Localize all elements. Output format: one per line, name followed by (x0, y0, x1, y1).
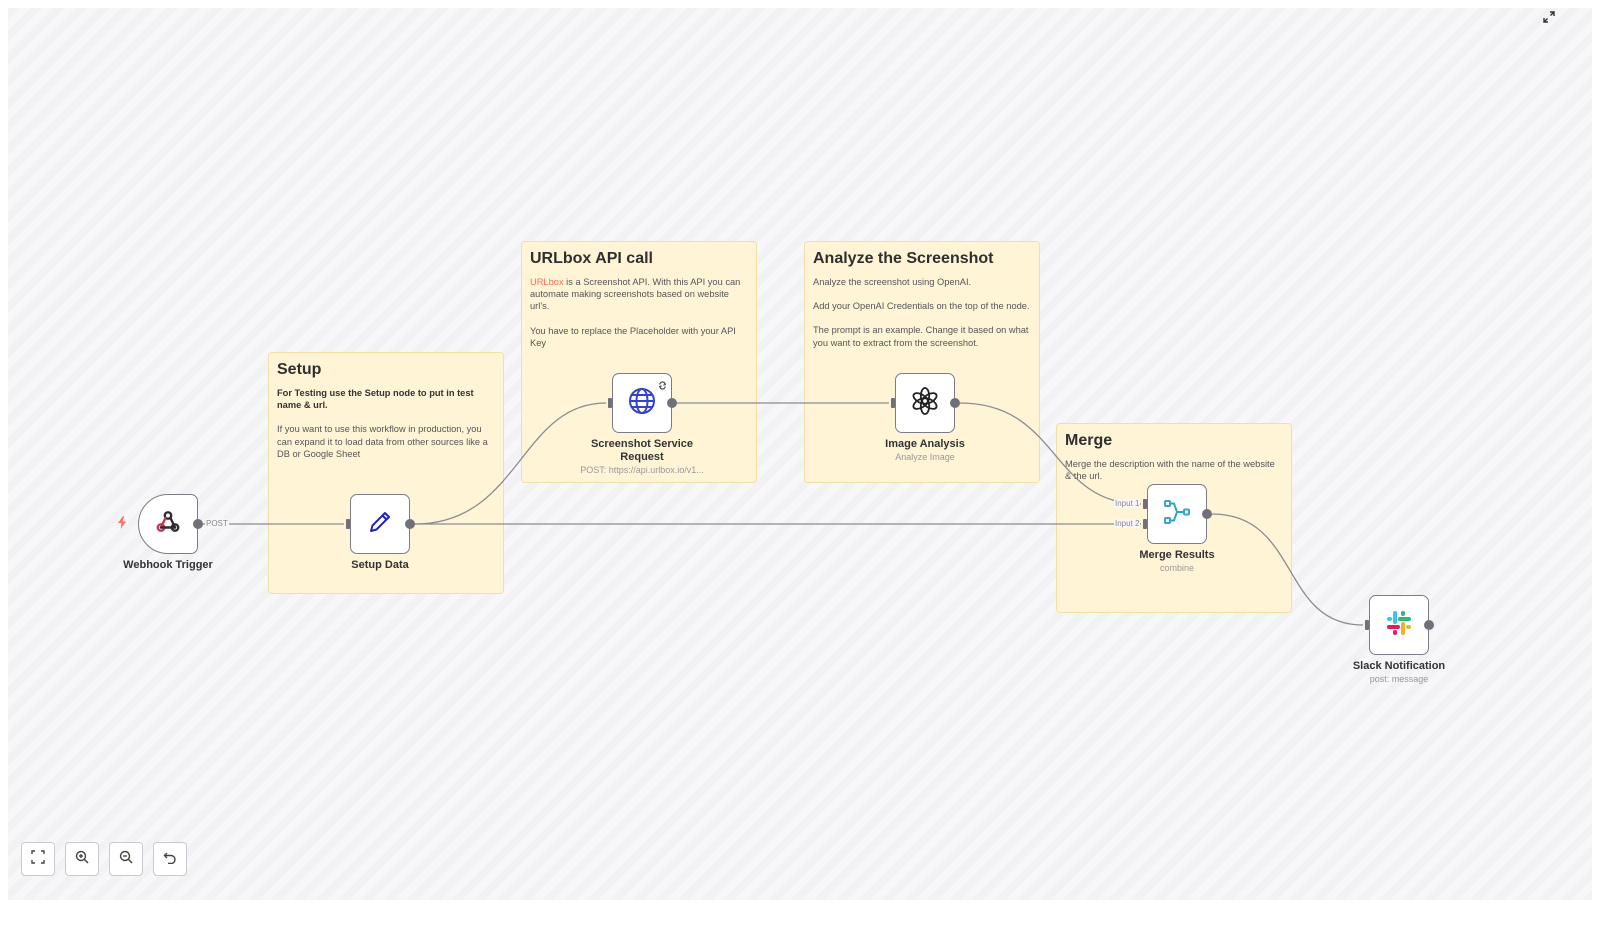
input-handle-2[interactable] (1143, 519, 1147, 529)
sticky-text: Analyze the screenshot using OpenAI. (813, 277, 972, 287)
input-handle[interactable] (891, 398, 895, 408)
input-2-label: Input 2 (1114, 519, 1141, 528)
trigger-bolt-icon (117, 516, 127, 532)
zoom-out-button[interactable] (109, 842, 143, 876)
slack-icon (1385, 609, 1413, 642)
sticky-note-setup[interactable]: Setup For Testing use the Setup node to … (268, 352, 504, 594)
sticky-text: Add your OpenAI Credentials on the top o… (813, 301, 1030, 312)
input-1-label: Input 1 (1114, 499, 1141, 508)
openai-icon (911, 386, 939, 420)
node-subtitle: Analyze Image (895, 452, 955, 462)
output-handle[interactable] (1202, 509, 1212, 519)
loop-icon (658, 377, 667, 395)
input-handle-1[interactable] (1143, 499, 1147, 509)
node-webhook-trigger[interactable] (138, 494, 198, 554)
output-handle[interactable] (193, 519, 203, 529)
reset-zoom-button[interactable] (153, 842, 187, 876)
input-handle[interactable] (346, 519, 350, 529)
output-handle[interactable] (1424, 620, 1434, 630)
node-image-analysis[interactable] (895, 373, 955, 433)
node-label: Webhook Trigger (123, 559, 213, 571)
sticky-note-analyze[interactable]: Analyze the Screenshot Analyze the scree… (804, 241, 1040, 483)
sticky-text: You have to replace the Placeholder with… (530, 325, 736, 348)
node-subtitle: POST: https://api.urlbox.io/v1... (580, 465, 704, 475)
edge-label-post: POST (205, 519, 229, 528)
node-label: Image Analysis (885, 438, 965, 450)
sticky-text: Merge the description with the name of t… (1065, 459, 1275, 482)
sticky-text: The prompt is an example. Change it base… (813, 325, 1029, 348)
fit-view-button[interactable] (21, 842, 55, 876)
zoom-out-icon (119, 850, 133, 869)
node-label: Screenshot Service Request (590, 438, 694, 463)
sticky-text: URLbox is a Screenshot API. With this AP… (530, 277, 741, 312)
pencil-icon (367, 509, 393, 540)
output-handle[interactable] (667, 398, 677, 408)
zoom-in-button[interactable] (65, 842, 99, 876)
sticky-title: Merge (1065, 432, 1113, 449)
undo-icon (163, 850, 177, 869)
expand-icon[interactable] (1542, 10, 1556, 29)
output-handle[interactable] (405, 519, 415, 529)
node-label: Merge Results (1139, 549, 1215, 561)
workflow-canvas[interactable] (8, 8, 1592, 900)
sticky-title: Setup (277, 361, 322, 378)
webhook-icon (155, 509, 181, 540)
zoom-in-icon (75, 850, 89, 869)
merge-icon (1163, 498, 1191, 531)
node-label: Setup Data (351, 559, 409, 571)
sticky-text: If you want to use this workflow in prod… (277, 424, 488, 459)
node-setup-data[interactable] (350, 494, 410, 554)
node-screenshot-service-request[interactable] (612, 373, 672, 433)
node-subtitle: combine (1159, 563, 1195, 573)
sticky-title: Analyze the Screenshot (813, 250, 994, 267)
output-handle[interactable] (950, 398, 960, 408)
sticky-title: URLbox API call (530, 250, 653, 267)
sticky-text: For Testing use the Setup node to put in… (277, 388, 474, 411)
globe-icon (628, 387, 656, 420)
fit-view-icon (31, 849, 45, 869)
node-label: Slack Notification (1352, 660, 1446, 672)
input-handle[interactable] (608, 398, 612, 408)
node-merge-results[interactable] (1147, 484, 1207, 544)
urlbox-link[interactable]: URLbox (530, 277, 564, 287)
node-subtitle: post: message (1369, 674, 1429, 684)
node-slack-notification[interactable] (1369, 595, 1429, 655)
input-handle[interactable] (1365, 620, 1369, 630)
